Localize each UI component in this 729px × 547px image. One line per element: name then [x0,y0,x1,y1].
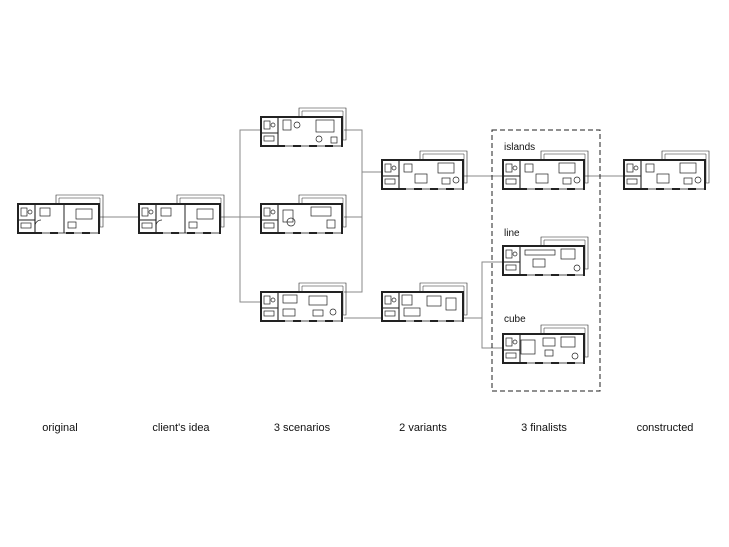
stage-label-2-variants: 2 variants [399,422,447,434]
stage-label-original: original [42,422,78,434]
plan-scenario-1 [260,107,347,147]
stage-label-3-finalists: 3 finalists [521,422,567,434]
plan-finalist-line [502,236,589,276]
connector-line [344,129,363,293]
finalist-label-line: line [504,228,520,239]
connector-line [481,318,503,349]
plan-variant-1 [381,150,468,190]
finalist-label-islands: islands [504,142,536,153]
plan-finalist-islands [502,150,589,190]
connector-line [463,261,503,319]
plan-constructed [623,150,710,190]
stage-label-constructed: constructed [636,422,694,434]
stage-label-clients-idea: client's idea [152,422,210,434]
plan-original [17,194,104,234]
stage-label-3-scenarios: 3 scenarios [273,422,331,434]
plan-scenario-2 [260,194,347,234]
connector-line [239,129,261,217]
plan-variant-2 [381,282,468,322]
connector-line [239,217,261,303]
connector-lines [98,129,624,349]
plan-scenario-3 [260,282,347,322]
plan-clients-idea [138,194,225,234]
finalist-label-cube: cube [504,314,526,325]
plan-finalist-cube [502,324,589,364]
floor-plans [17,107,710,364]
